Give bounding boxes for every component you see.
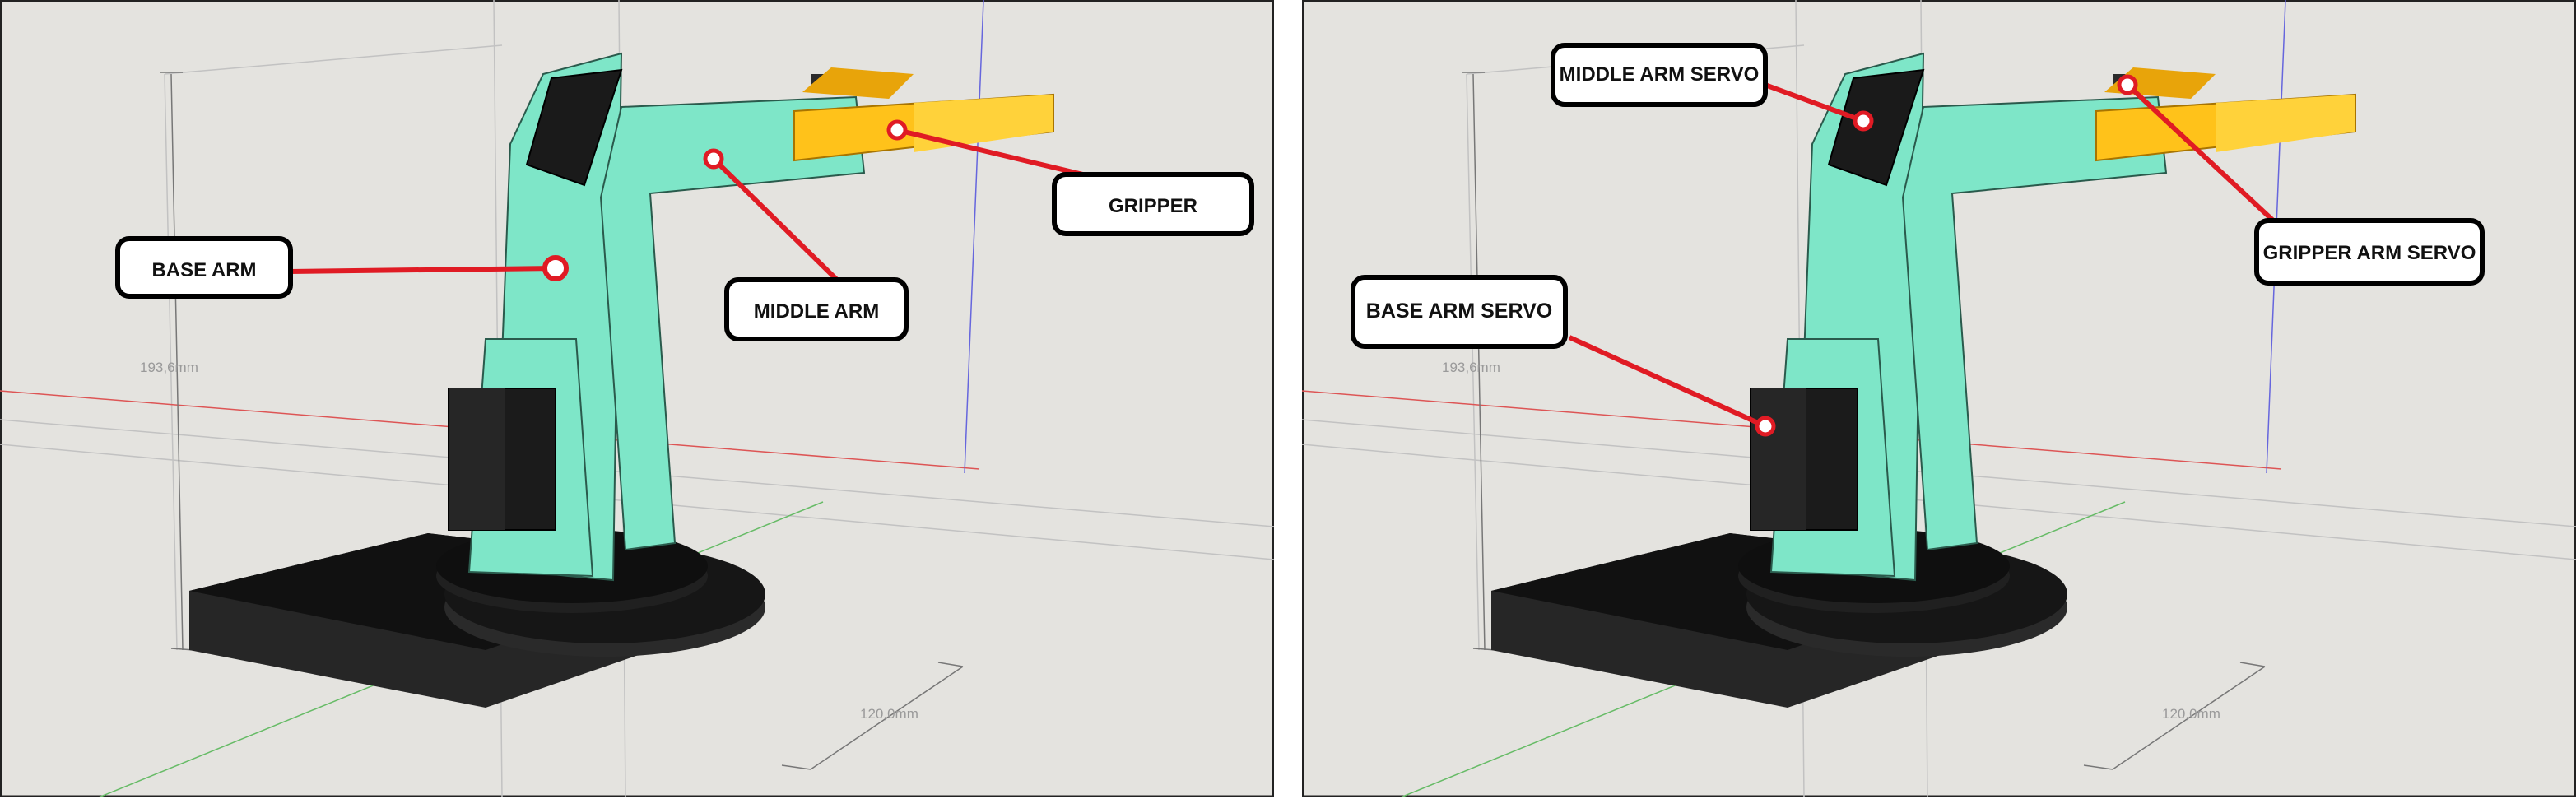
label-base-arm-servo: BASE ARM SERVO — [1351, 275, 1568, 349]
dimension-lines — [160, 72, 964, 770]
label-base-arm: BASE ARM — [115, 236, 293, 299]
base-arm-marker — [542, 255, 569, 281]
callout-lines — [289, 128, 1087, 286]
gripper-arm-servo-marker — [2117, 74, 2138, 95]
middle-arm-servo — [1827, 68, 1925, 187]
label-middle-arm-text: MIDDLE ARM — [754, 300, 879, 323]
label-middle-arm-servo-text: MIDDLE ARM SERVO — [1560, 63, 1760, 86]
label-base-arm-text: BASE ARM — [151, 259, 256, 281]
label-gripper-arm-servo: GRIPPER ARM SERVO — [2254, 218, 2485, 286]
gripper-marker — [886, 119, 908, 141]
left-diagram: 193,6mm 120,0mm — [0, 0, 1274, 797]
middle-arm-servo — [525, 68, 623, 187]
label-base-arm-servo-text: BASE ARM SERVO — [1366, 300, 1552, 323]
right-diagram: 193,6mm 120,0mm — [1302, 0, 2576, 797]
middle-arm-marker — [703, 148, 724, 170]
height-dimension: 193,6mm — [1442, 360, 1500, 375]
height-dimension: 193,6mm — [140, 360, 198, 375]
width-dimension: 120,0mm — [2162, 706, 2220, 722]
width-dimension: 120,0mm — [860, 706, 918, 722]
middle-arm-servo-marker — [1853, 110, 1874, 132]
label-middle-arm-servo: MIDDLE ARM SERVO — [1551, 43, 1768, 107]
blue-axis — [964, 0, 984, 474]
label-gripper-arm-servo-text: GRIPPER ARM SERVO — [2263, 242, 2476, 264]
label-gripper: GRIPPER — [1052, 172, 1254, 236]
callout-lines — [1568, 81, 2276, 429]
left-panel: 193,6mm 120,0mm — [0, 0, 1274, 797]
base-arm-servo-marker — [1755, 416, 1776, 437]
gripper — [793, 67, 1054, 162]
right-panel: 193,6mm 120,0mm — [1302, 0, 2576, 797]
label-gripper-text: GRIPPER — [1109, 195, 1197, 217]
label-middle-arm: MIDDLE ARM — [724, 277, 909, 341]
